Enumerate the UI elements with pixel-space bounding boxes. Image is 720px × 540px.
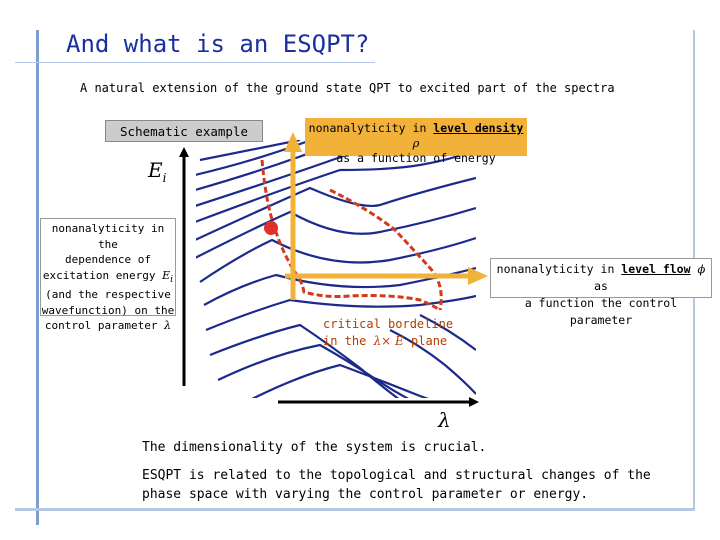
y-axis-symbol: E: [148, 158, 163, 182]
level-density-note: nonanalyticity in level density ρ as a f…: [305, 118, 527, 165]
x-axis-label: λ: [438, 408, 451, 432]
y-axis-label: Ei: [148, 158, 166, 185]
energy-note-line2: dependence of: [64, 253, 152, 266]
energy-level-curve: [196, 176, 476, 241]
density-note-prefix: nonanalyticity in: [308, 121, 434, 135]
energy-level-curve: [217, 343, 409, 398]
bottom-accent-line: [15, 508, 695, 511]
flow-note-suffix: as: [594, 279, 608, 293]
phase-space-statement: ESQPT is related to the topological and …: [142, 468, 651, 502]
energy-level-curve: [389, 329, 476, 395]
energy-level-curve: [419, 314, 476, 351]
critical-note-math: λ× E: [373, 334, 404, 348]
flow-note-prefix: nonanalyticity in: [496, 262, 622, 276]
energy-level-curve: [196, 206, 476, 259]
critical-note-suffix: plane: [403, 334, 448, 348]
flow-note-line2: a function the control parameter: [524, 296, 678, 327]
critical-borderline-note: critical bordeline in the λ× E plane: [323, 316, 453, 350]
control-arrow-head: [468, 267, 488, 285]
level-flow-link[interactable]: level flow: [621, 262, 691, 276]
energy-note-line6: control parameter: [44, 319, 165, 333]
energy-level-curve: [209, 323, 400, 398]
y-axis-subscript: i: [162, 171, 167, 185]
energy-level-curve: [199, 236, 476, 283]
phi-symbol: ϕ: [697, 262, 706, 276]
energy-note-line5: wavefunction) on the: [41, 303, 175, 317]
energy-dependence-note: nonanalyticity in the dependence of exci…: [40, 218, 176, 332]
energy-symbol: E: [162, 268, 171, 282]
energy-level-curve: [205, 294, 476, 332]
energy-arrow-head: [284, 132, 302, 152]
slide-title: And what is an ESQPT?: [66, 30, 370, 58]
density-note-line2: as a function of energy: [336, 151, 496, 165]
critical-note-prefix: in the: [323, 334, 374, 348]
level-density-link[interactable]: level density: [433, 121, 524, 135]
energy-note-line4: (and the respective: [45, 288, 171, 302]
energy-subscript: i: [170, 273, 174, 285]
schematic-example-label: Schematic example: [105, 120, 263, 142]
energy-note-line1: nonanalyticity in the: [51, 222, 165, 251]
dimensionality-statement: The dimensionality of the system is cruc…: [142, 440, 487, 455]
critical-borderline-upper: [329, 188, 443, 311]
critical-note-line1: critical bordeline: [323, 317, 454, 331]
energy-note-line3: excitation energy: [42, 268, 163, 282]
rho-symbol: ρ: [412, 136, 420, 150]
level-flow-note: nonanalyticity in level flow ϕ as a func…: [490, 258, 712, 327]
energy-level-curve: [196, 148, 476, 223]
energy-level-curve: [251, 363, 430, 398]
title-underline: [15, 62, 375, 63]
lambda-symbol: λ: [164, 319, 172, 333]
left-accent-line: [36, 30, 39, 525]
slide-subtitle: A natural extension of the ground state …: [80, 81, 615, 95]
critical-point-marker: [264, 221, 278, 235]
